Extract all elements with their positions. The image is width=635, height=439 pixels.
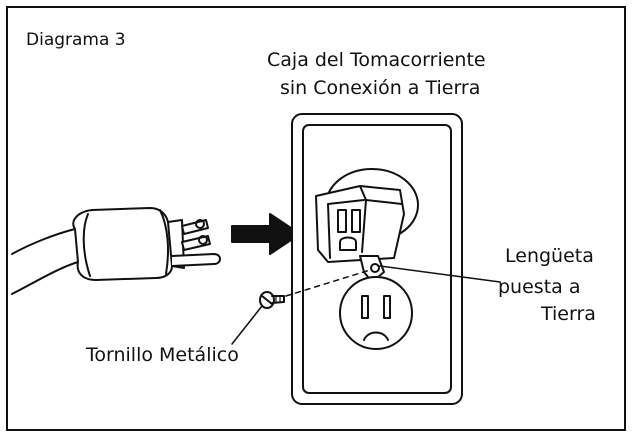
power-cord: [11, 228, 79, 295]
tab-leader-line: [379, 265, 501, 283]
metal-screw: [259, 291, 285, 309]
tab-label-line-1: Lengüeta: [505, 245, 594, 267]
plug-body: [72, 207, 185, 281]
screw-leader-line: [231, 305, 263, 345]
tab-label-line-3: Tierra: [541, 303, 596, 325]
upper-receptacle: [315, 168, 419, 263]
screw-label: Tornillo Metálico: [86, 344, 239, 366]
plug-prongs: [171, 219, 221, 267]
screw-alignment-line: [285, 269, 371, 297]
grounding-tab: [359, 255, 385, 283]
title-line-1: Caja del Tomacorriente: [267, 49, 486, 71]
title-line-2: sin Conexión a Tierra: [280, 77, 481, 99]
lower-receptacle: [339, 276, 413, 350]
diagram-label: Diagrama 3: [26, 30, 126, 50]
tab-label-line-2: puesta a: [498, 276, 581, 298]
insert-arrow: [231, 213, 301, 255]
